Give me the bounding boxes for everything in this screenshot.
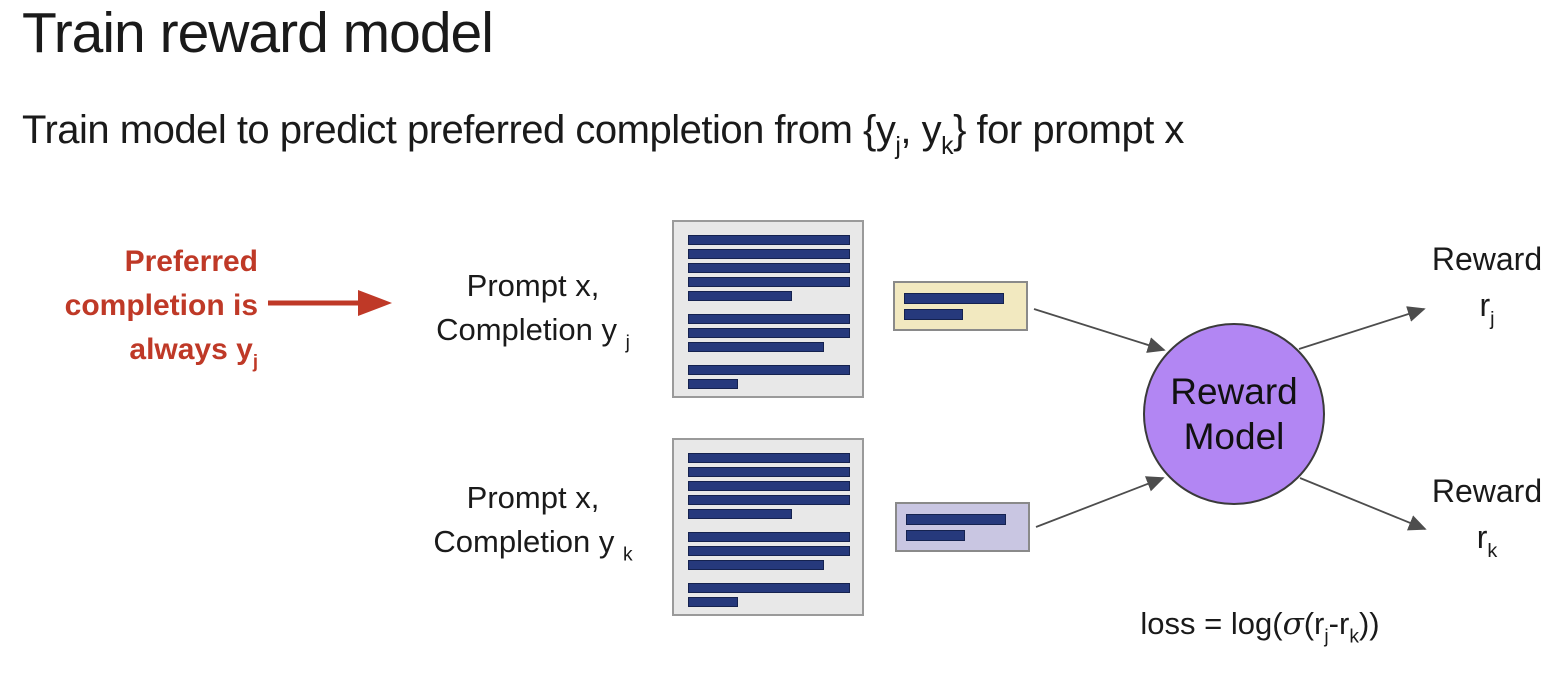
label-line: Completion y k bbox=[433, 524, 633, 566]
text-line-bar bbox=[904, 309, 963, 320]
document-icon-k bbox=[672, 438, 864, 616]
subscript-k: k bbox=[622, 544, 633, 566]
subscript-j: j bbox=[1490, 307, 1495, 330]
text-line-bar bbox=[688, 546, 850, 556]
text-line-bar bbox=[688, 365, 850, 375]
text-line-bar bbox=[688, 314, 850, 324]
arrow-snippet-k-to-model bbox=[1035, 476, 1165, 528]
text-line-bar bbox=[688, 509, 793, 519]
preferred-completion-note: Preferred completion is always yj bbox=[28, 240, 258, 383]
red-annotation-arrowhead bbox=[358, 290, 392, 316]
text-line-bar bbox=[904, 293, 1005, 304]
sigma-symbol: σ bbox=[1282, 606, 1304, 642]
subscript-j: j bbox=[1324, 626, 1329, 648]
subscript-j: j bbox=[895, 133, 901, 161]
subtitle-text: , y bbox=[900, 108, 942, 152]
label-line: Prompt x, bbox=[466, 480, 600, 515]
subscript-k: k bbox=[1487, 539, 1498, 562]
label-line: Completion y j bbox=[436, 312, 630, 354]
text-line-bar bbox=[688, 560, 825, 570]
text-line-bar bbox=[906, 530, 965, 541]
text-line-bar bbox=[688, 532, 850, 542]
subtitle-text: } for prompt x bbox=[953, 108, 1184, 152]
reward-k-label: Reward rk bbox=[1431, 473, 1543, 562]
arrow-model-to-reward-k bbox=[1299, 477, 1427, 531]
text-line-bar bbox=[906, 514, 1007, 525]
note-line: Preferred bbox=[124, 245, 258, 278]
reward-model-label: Reward bbox=[1170, 371, 1298, 412]
subtitle: Train model to predict preferred complet… bbox=[22, 108, 1184, 161]
label-line: Prompt x, bbox=[466, 268, 600, 303]
subtitle-text: Train model to predict preferred complet… bbox=[22, 108, 896, 152]
loss-formula: loss = log(σ(rj-rk)) bbox=[1140, 606, 1380, 648]
text-line-bar bbox=[688, 379, 738, 389]
document-icon-j bbox=[672, 220, 864, 398]
text-line-bar bbox=[688, 597, 738, 607]
text-line-bar bbox=[688, 263, 850, 273]
embedding-box-j bbox=[893, 281, 1028, 331]
text-line-bar bbox=[688, 291, 793, 301]
text-line-bar bbox=[688, 328, 850, 338]
text-line-bar bbox=[688, 453, 850, 463]
prompt-completion-j-label: Prompt x, Completion y j bbox=[408, 264, 658, 366]
page-title: Train reward model bbox=[22, 1, 494, 65]
arrow-model-to-reward-j bbox=[1298, 306, 1426, 350]
text-line-bar bbox=[688, 467, 850, 477]
note-line: always yj bbox=[129, 333, 258, 372]
subscript-j: j bbox=[625, 332, 630, 354]
text-line-bar bbox=[688, 342, 825, 352]
reward-j-label: Reward rj bbox=[1431, 241, 1543, 330]
text-line-bar bbox=[688, 249, 850, 259]
prompt-completion-k-label: Prompt x, Completion y k bbox=[408, 476, 658, 578]
text-line-bar bbox=[688, 583, 850, 593]
reward-model-node: Reward Model bbox=[1143, 323, 1325, 505]
subscript-k: k bbox=[941, 133, 954, 161]
arrow-snippet-j-to-model bbox=[1033, 308, 1166, 353]
text-line-bar bbox=[688, 481, 850, 491]
embedding-box-k bbox=[895, 502, 1030, 552]
note-line: completion is bbox=[64, 289, 258, 322]
text-line-bar bbox=[688, 495, 850, 505]
text-line-bar bbox=[688, 235, 850, 245]
text-line-bar bbox=[688, 277, 850, 287]
subscript-k: k bbox=[1349, 626, 1359, 648]
reward-model-label: Model bbox=[1183, 416, 1285, 457]
subscript-j: j bbox=[252, 350, 258, 372]
